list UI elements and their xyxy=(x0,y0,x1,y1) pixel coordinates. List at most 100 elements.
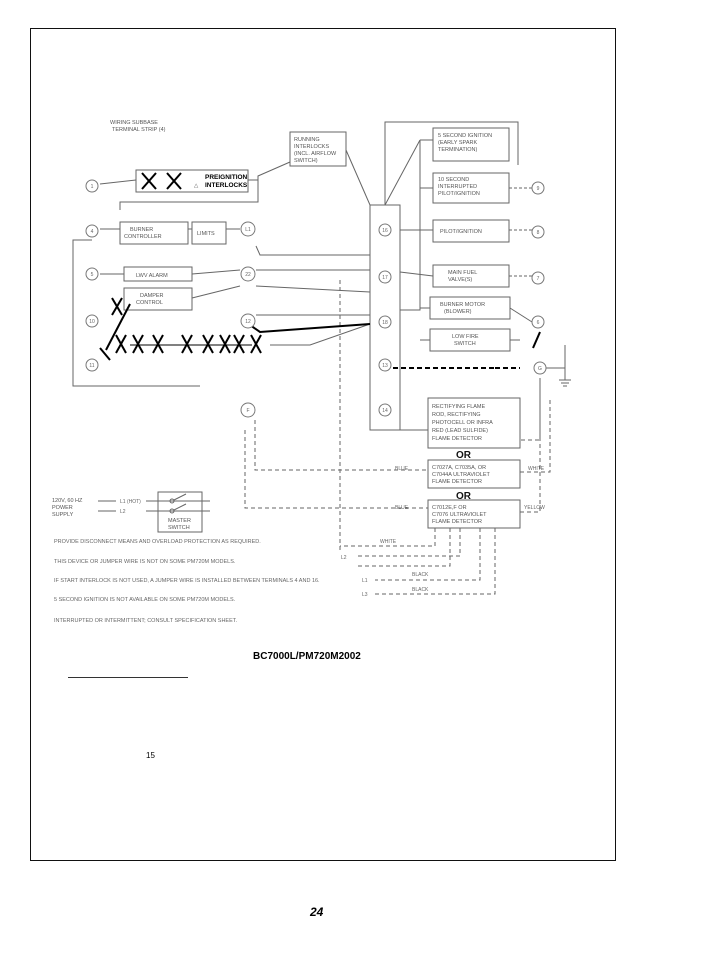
terminal-10: 10 xyxy=(89,319,95,325)
limits-box xyxy=(191,221,227,245)
uv-detector-2-label: FLAME DETECTOR xyxy=(432,519,482,525)
main-fuel-valve-box xyxy=(432,264,510,288)
terminal-f: F xyxy=(246,408,249,414)
uv-detector-2-box xyxy=(427,499,521,529)
terminal-22: 22 xyxy=(245,272,251,278)
svg-text:△: △ xyxy=(194,183,199,189)
uv-detector-1-label: FLAME DETECTOR xyxy=(432,479,482,485)
wiring-diagram: 1 4 5 10 11 L1 22 12 F 16 17 18 13 14 9 … xyxy=(40,110,600,650)
burner-controller-box xyxy=(119,221,189,245)
burner-motor-label: BURNER MOTOR xyxy=(440,302,485,308)
damper-control-label: DAMPER xyxy=(140,293,164,299)
terminal-4: 4 xyxy=(91,229,94,235)
terminal-l1: L1 xyxy=(245,227,251,233)
terminal-12: 12 xyxy=(245,319,251,325)
damper-control-box xyxy=(123,287,193,311)
burner-controller-label: BURNER xyxy=(130,227,153,233)
preignition-label: PREIGNITION xyxy=(205,174,248,181)
terminal-14: 14 xyxy=(382,408,388,414)
burner-motor-box xyxy=(429,296,511,320)
note-3: IF START INTERLOCK IS NOT USED, A JUMPER… xyxy=(54,578,320,584)
wire-label: BLACK xyxy=(412,572,429,578)
five-second-ignition-label: TERMINATION) xyxy=(438,147,477,153)
terminal-8: 8 xyxy=(537,230,540,236)
jumper-x-marks xyxy=(99,172,262,361)
five-second-ignition-label: (EARLY SPARK xyxy=(438,140,477,146)
terminal-5: 5 xyxy=(91,272,94,278)
terminal-g: G xyxy=(538,366,542,372)
power-supply-label: SUPPLY xyxy=(52,512,74,518)
low-fire-switch-box xyxy=(429,328,511,352)
terminal-11: 11 xyxy=(89,363,94,369)
master-switch-label: MASTER xyxy=(168,518,191,524)
burner-motor-label: (BLOWER) xyxy=(444,309,472,315)
terminal-9: 9 xyxy=(537,186,540,192)
page-number: 24 xyxy=(310,905,324,919)
diagram-caption: BC7000L/PM720M2002 xyxy=(253,651,361,662)
terminal-13: 13 xyxy=(382,363,388,369)
terminal-6: 6 xyxy=(537,320,540,326)
wire-label: WHITE xyxy=(380,539,397,545)
preignition-interlocks-box xyxy=(135,169,249,193)
line-label: L3 xyxy=(362,592,368,598)
rectifying-detector-label: PHOTOCELL OR INFRA xyxy=(432,420,493,426)
wire-label: BLUE xyxy=(395,505,409,511)
uv-detector-1-box xyxy=(427,459,521,489)
l2-label: L2 xyxy=(120,509,126,515)
pilot-ignition-box xyxy=(432,219,510,243)
l1-hot-label: L1 (HOT) xyxy=(120,499,141,505)
uv-detector-2-label: C7012E,F OR xyxy=(432,505,467,511)
uv-detector-1-label: C7044A ULTRAVIOLET xyxy=(432,472,491,478)
wiring-subbase-label: WIRING SUBBASE xyxy=(110,120,158,126)
note-4: 5 SECOND IGNITION IS NOT AVAILABLE ON SO… xyxy=(54,597,236,603)
wire-label: BLACK xyxy=(412,587,429,593)
running-interlocks-label: SWITCH) xyxy=(294,158,318,164)
low-fire-label: SWITCH xyxy=(454,341,476,347)
running-interlocks-label: (INCL. AIRFLOW xyxy=(294,151,337,157)
master-switch-label: SWITCH xyxy=(168,525,190,531)
wire-label: WHITE xyxy=(528,466,545,472)
uv-detector-1-label: C7027A, C7035A, OR xyxy=(432,465,486,471)
note-2: THIS DEVICE OR JUMPER WIRE IS NOT ON SOM… xyxy=(54,559,236,565)
terminal-1: 1 xyxy=(91,184,94,190)
lwv-alarm-label: LWV ALARM xyxy=(136,273,168,279)
rectifying-detector-label: FLAME DETECTOR xyxy=(432,436,482,442)
rectifying-detector-label: RED (LEAD SULFIDE) xyxy=(432,428,488,434)
note-5: INTERRUPTED OR INTERMITTENT; CONSULT SPE… xyxy=(54,618,238,624)
footnote-number: 15 xyxy=(146,751,155,760)
low-fire-label: LOW FIRE xyxy=(452,334,479,340)
pilot-ignition-label: PILOT/IGNITION xyxy=(440,229,482,235)
master-switch-box xyxy=(157,491,203,533)
line-label: L2 xyxy=(341,555,347,561)
five-second-ignition-box xyxy=(432,127,510,162)
wire-label: YELLOW xyxy=(524,505,545,511)
line-label: L1 xyxy=(362,578,368,584)
terminal-16: 16 xyxy=(382,228,388,234)
wire-label: BLUE xyxy=(395,466,409,472)
rectifying-flame-detector-box xyxy=(427,397,521,449)
or-separator: OR xyxy=(456,491,472,502)
burner-controller-label: CONTROLLER xyxy=(124,234,162,240)
running-interlocks-label: INTERLOCKS xyxy=(294,144,329,150)
limits-label: LIMITS xyxy=(197,231,215,237)
five-second-ignition-label: 5 SECOND IGNITION xyxy=(438,133,492,139)
terminal-18: 18 xyxy=(382,320,388,326)
note-1: PROVIDE DISCONNECT MEANS AND OVERLOAD PR… xyxy=(54,539,261,545)
power-supply-label: 120V, 60 HZ xyxy=(52,498,83,504)
or-separator: OR xyxy=(456,450,472,461)
ten-second-pilot-label: PILOT/IGNITION xyxy=(438,191,480,197)
power-supply-label: POWER xyxy=(52,505,73,511)
ten-second-pilot-label: 10 SECOND xyxy=(438,177,469,183)
main-fuel-label: VALVE(S) xyxy=(448,277,472,283)
terminal-7: 7 xyxy=(537,276,540,282)
running-interlocks-box xyxy=(289,131,347,167)
uv-detector-2-label: C7076 ULTRAVIOLET xyxy=(432,512,487,518)
damper-control-label: CONTROL xyxy=(136,300,163,306)
running-interlocks-label: RUNNING xyxy=(294,137,320,143)
footnote-rule xyxy=(68,677,188,678)
rectifying-detector-label: RECTIFYING FLAME xyxy=(432,404,486,410)
ten-second-pilot-label: INTERRUPTED xyxy=(438,184,477,190)
page-frame xyxy=(30,28,616,861)
rectifying-detector-label: ROD, RECTIFYING xyxy=(432,412,481,418)
terminal-strip-label: TERMINAL STRIP (4) xyxy=(112,127,166,133)
